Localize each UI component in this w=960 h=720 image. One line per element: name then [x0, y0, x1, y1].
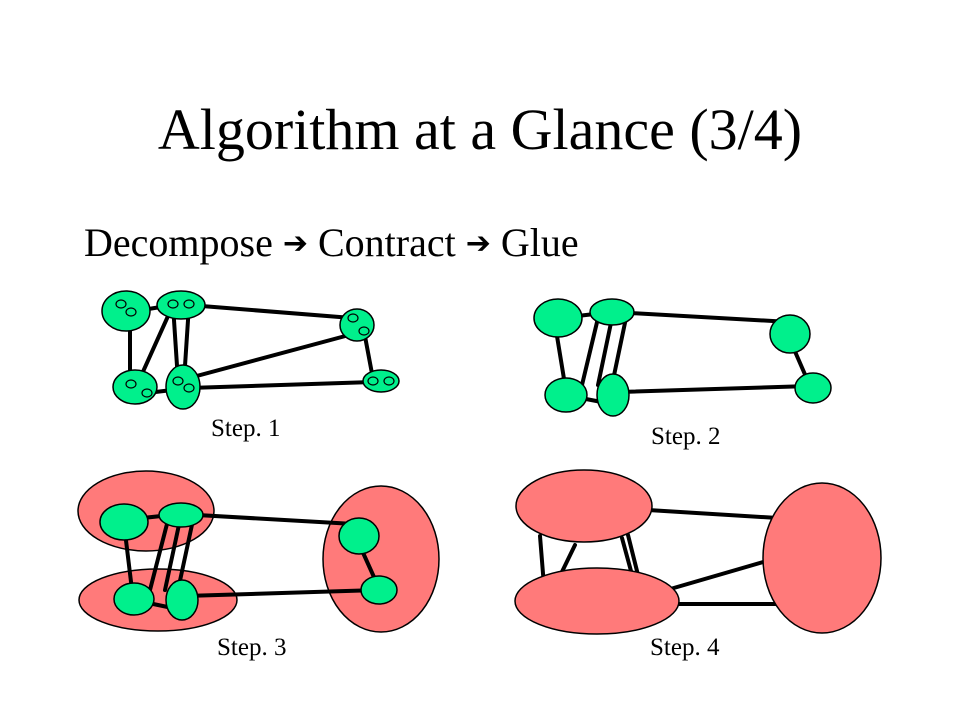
- cluster: [515, 469, 653, 543]
- slide-subtitle: Decompose ➔ Contract ➔ Glue: [84, 218, 579, 272]
- node: [589, 298, 635, 326]
- node: [113, 582, 155, 616]
- step-4-label: Step. 4: [650, 634, 720, 661]
- step-1-nodes: [101, 290, 400, 410]
- node: [158, 502, 204, 528]
- subtitle-glue: Glue: [500, 220, 579, 265]
- step-3-label: Step. 3: [217, 634, 286, 661]
- right-arrow-icon: ➔: [465, 226, 491, 261]
- node: [769, 314, 811, 354]
- right-arrow-icon: ➔: [282, 226, 308, 261]
- step-4-graph: [514, 469, 882, 635]
- node: [533, 298, 583, 338]
- node: [156, 290, 206, 320]
- cluster: [762, 482, 882, 634]
- node: [360, 575, 398, 605]
- node: [544, 377, 588, 413]
- node: [99, 503, 149, 541]
- node: [596, 373, 630, 417]
- step-3-nodes: [99, 502, 398, 621]
- subtitle-contract: Contract: [317, 220, 456, 265]
- step-2-graph: [533, 298, 832, 417]
- subtitle-decompose: Decompose: [84, 220, 273, 265]
- step-3-clusters: [77, 470, 440, 633]
- step-1-label: Step. 1: [211, 415, 280, 442]
- cluster: [322, 485, 440, 633]
- node: [165, 364, 201, 410]
- step-4-clusters: [514, 469, 882, 635]
- cluster: [78, 568, 238, 632]
- step-1-subnodes: [115, 299, 395, 398]
- step-2-nodes: [533, 298, 832, 417]
- cluster: [514, 567, 680, 635]
- node: [794, 372, 832, 404]
- step-3-graph: [77, 470, 440, 633]
- slide-title: Algorithm at a Glance (3/4): [157, 97, 803, 162]
- step-2-label: Step. 2: [651, 423, 720, 450]
- node: [165, 579, 199, 621]
- node: [338, 517, 380, 555]
- step-1-graph: [101, 290, 400, 410]
- node: [339, 308, 375, 342]
- node: [362, 369, 400, 393]
